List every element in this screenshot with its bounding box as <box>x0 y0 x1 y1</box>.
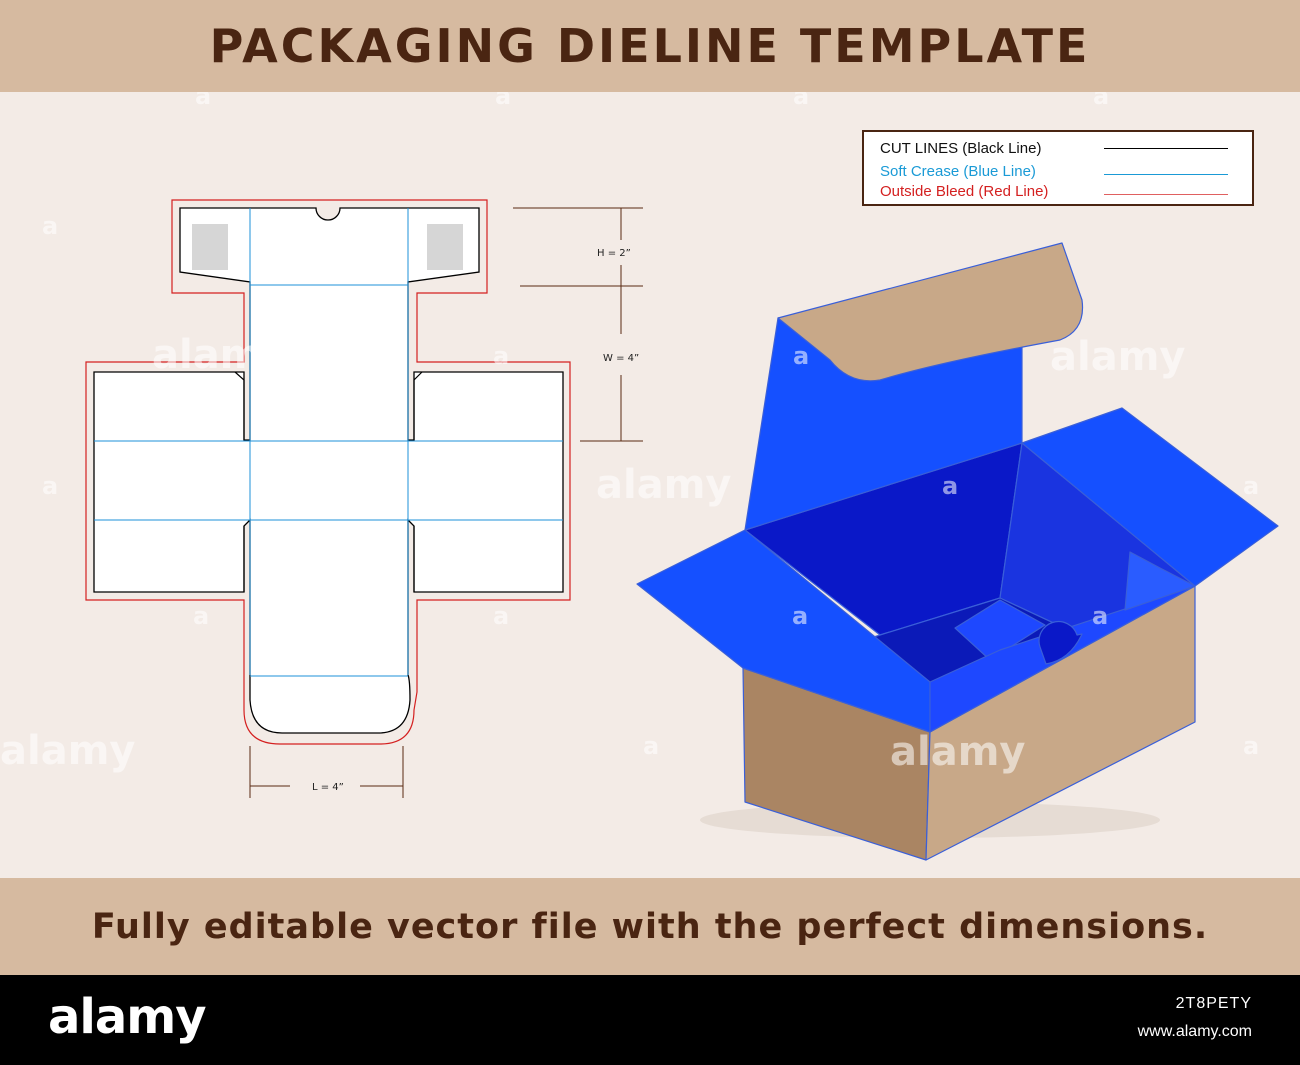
watermark-mark: a <box>193 602 209 630</box>
footer-banner: Fully editable vector file with the perf… <box>0 878 1300 975</box>
legend-cut-swatch <box>1104 148 1228 149</box>
stock-site-url: www.alamy.com <box>1137 1023 1252 1040</box>
watermark-mark: a <box>42 472 58 500</box>
watermark-mark: a <box>942 472 958 500</box>
footer-tagline: Fully editable vector file with the perf… <box>91 906 1209 947</box>
stock-logo: alamy <box>48 989 207 1045</box>
watermark-mark: a <box>1243 472 1259 500</box>
legend-bleed-label: Outside Bleed (Red Line) <box>880 183 1049 200</box>
dieline <box>85 199 571 745</box>
dimension-lines <box>249 207 643 798</box>
height-dimension-label: H = 2” <box>597 248 631 259</box>
bleed-outline <box>85 199 571 745</box>
watermark-mark: a <box>42 212 58 240</box>
watermark-mark: a <box>1093 92 1109 110</box>
watermark-text: alamy <box>0 728 135 774</box>
legend-crease-swatch <box>1104 174 1228 175</box>
watermark-text: alamy <box>890 729 1025 775</box>
watermark-mark: a <box>195 92 211 110</box>
crease-lines <box>94 208 563 677</box>
width-dimension-label: W = 4” <box>603 353 639 364</box>
watermark-mark: a <box>493 602 509 630</box>
line-legend: CUT LINES (Black Line) Soft Crease (Blue… <box>862 130 1254 206</box>
watermark-mark: a <box>792 602 808 630</box>
watermark-mark: a <box>793 342 809 370</box>
glue-pad-left <box>192 224 228 270</box>
watermark-mark: a <box>643 732 659 760</box>
box-3d-illustration <box>636 242 1279 861</box>
header-banner: PACKAGING DIELINE TEMPLATE <box>0 0 1300 92</box>
watermark-text: alamy <box>596 462 731 508</box>
watermark-mark: a <box>343 472 359 500</box>
diagram-svg: H = 2” W = 4” L = 4” <box>0 82 1279 861</box>
cut-outline <box>93 207 564 734</box>
watermark-mark: a <box>793 92 809 110</box>
watermark-text: alamy <box>1050 334 1185 380</box>
box-corner-flap <box>1124 551 1196 611</box>
side-flap-cuts <box>234 371 423 592</box>
watermark-mark: a <box>1243 732 1259 760</box>
watermark-mark: a <box>493 342 509 370</box>
watermark-mark: a <box>343 212 359 240</box>
stock-bar: alamy 2T8PETY www.alamy.com <box>0 975 1300 1065</box>
watermark-layer: alamy alamy alamy alamy alamy a a a a a … <box>0 82 1259 775</box>
legend-bleed-swatch <box>1104 194 1228 195</box>
stock-image-id: 2T8PETY <box>1175 995 1252 1012</box>
box-lid-tuck-flap <box>777 242 1084 382</box>
watermark-mark: a <box>495 92 511 110</box>
box-thumb-notch <box>1038 620 1083 665</box>
page-title: PACKAGING DIELINE TEMPLATE <box>209 19 1091 73</box>
watermark-text: alamy <box>152 332 287 378</box>
watermark-mark: a <box>1092 602 1108 630</box>
box-right-flap <box>1021 407 1279 587</box>
legend-cut-label: CUT LINES (Black Line) <box>880 140 1042 157</box>
length-dimension-label: L = 4” <box>312 782 344 793</box>
legend-crease-label: Soft Crease (Blue Line) <box>880 163 1036 180</box>
box-inner-tab <box>954 599 1046 661</box>
glue-pad-right <box>427 224 463 270</box>
diagram-canvas: H = 2” W = 4” L = 4” <box>0 82 1300 878</box>
